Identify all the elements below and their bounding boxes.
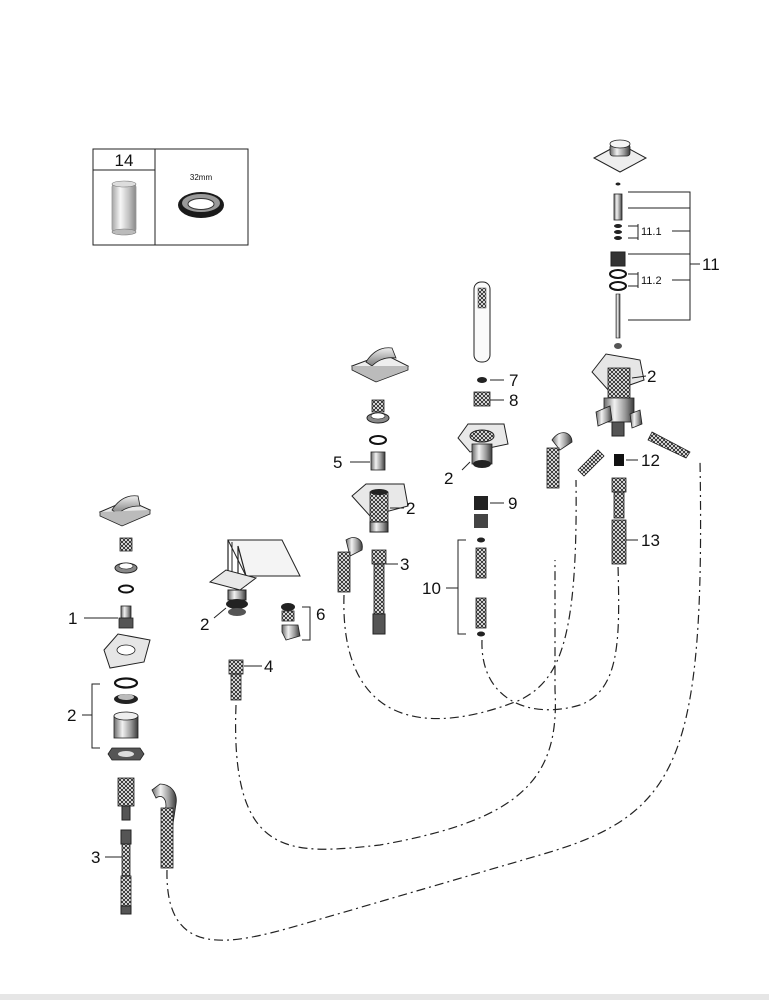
callout-2-spout: 2 (200, 615, 209, 634)
callout-2-diverter: 2 (406, 499, 415, 518)
callout-2-handshower: 2 (444, 469, 453, 488)
callout-10: 10 (422, 579, 441, 598)
page-bottom-bar (0, 994, 769, 1000)
spare-parts-inset: 14 32mm (92, 148, 249, 246)
callout-5: 5 (333, 453, 342, 472)
callout-11-1: 11.1 (641, 226, 662, 238)
cartridge-tool-icon (111, 180, 137, 236)
callout-2-left: 2 (67, 706, 76, 725)
callout-2-right: 2 (647, 367, 656, 386)
inset-part-number: 14 (115, 151, 134, 170)
hose-route-handshower (481, 564, 620, 711)
callout-3-diverter: 3 (400, 555, 409, 574)
callout-4: 4 (264, 657, 273, 676)
spout-assembly (208, 539, 311, 701)
callout-12: 12 (641, 451, 660, 470)
left-valve-assembly (82, 495, 177, 915)
seal-size-label: 32mm (190, 173, 213, 182)
callout-9: 9 (508, 494, 517, 513)
handshower-assembly (446, 281, 509, 637)
callout-3-left: 3 (91, 848, 100, 867)
seal-ring-icon (178, 192, 224, 218)
hose-route-outer (166, 459, 702, 941)
callout-labels: 1 2 3 2 4 6 5 2 3 2 7 8 9 10 11 11.1 11.… (67, 226, 720, 867)
callout-11: 11 (702, 255, 720, 274)
diverter-assembly (337, 347, 410, 635)
callout-11-2: 11.2 (641, 275, 662, 287)
right-diverter-assembly (546, 139, 700, 565)
hose-route-spout (235, 560, 557, 850)
callout-13: 13 (641, 531, 660, 550)
callout-1: 1 (68, 609, 77, 628)
hose-routes (166, 459, 702, 941)
callout-7: 7 (509, 371, 518, 390)
callout-8: 8 (509, 391, 518, 410)
callout-6: 6 (316, 605, 325, 624)
